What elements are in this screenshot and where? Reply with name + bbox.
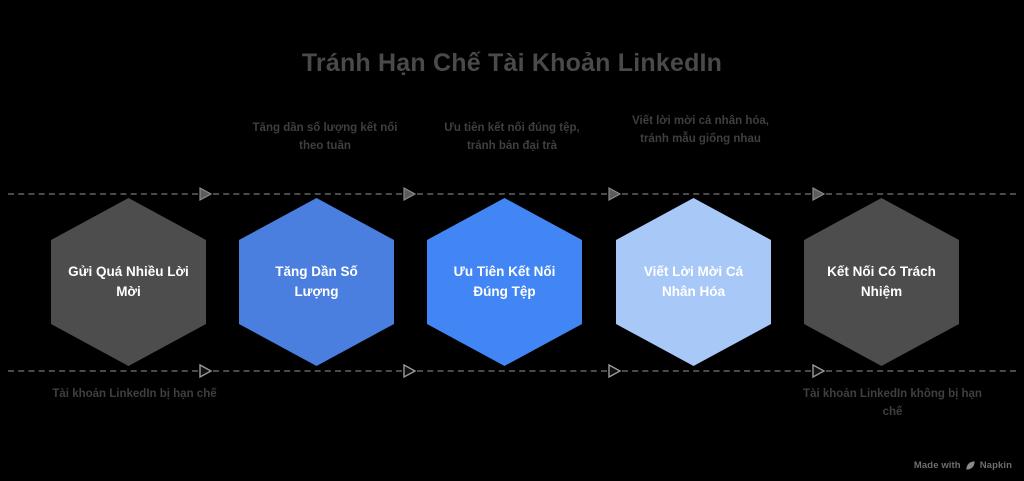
arrow-right-outline-icon: [811, 363, 826, 379]
arrow-right-outline-icon: [402, 363, 417, 379]
annotation-bottom-start: Tài khoản LinkedIn bị hạn chế: [52, 388, 217, 400]
dash-segment: [826, 193, 1016, 195]
connector-line-top: [8, 186, 1016, 202]
arrow-right-outline-icon: [198, 363, 213, 379]
page-title: Tránh Hạn Chế Tài Khoản LinkedIn: [301, 49, 723, 77]
connector-line-bottom: [8, 363, 1016, 379]
node-hexagon-1[interactable]: Gửi Quá Nhiều Lời Mời: [51, 198, 206, 366]
dash-segment: [417, 370, 607, 372]
arrow-right-icon: [607, 186, 622, 202]
dash-segment: [621, 370, 812, 372]
dash-segment: [826, 370, 1016, 372]
arrow-right-outline-icon: [607, 363, 622, 379]
node-hexagon-2[interactable]: Tăng Dần Số Lượng: [239, 198, 394, 366]
watermark: Made with Napkin: [914, 460, 1012, 471]
dash-segment: [212, 370, 403, 372]
node-hexagon-5[interactable]: Kết Nối Có Trách Nhiệm: [804, 198, 959, 366]
dash-segment: [8, 370, 198, 372]
arrow-right-icon: [811, 186, 826, 202]
watermark-prefix: Made with: [913, 460, 961, 471]
annotation-top-1: Tăng dần số lượng kết nối theo tuần: [252, 122, 398, 152]
leaf-icon: [965, 460, 976, 471]
annotation-top-2: Ưu tiên kết nối đúng tệp, tránh bản đại …: [444, 122, 580, 152]
arrow-right-icon: [198, 186, 213, 202]
node-hexagon-4[interactable]: Viết Lời Mời Cá Nhân Hóa: [616, 198, 771, 366]
node-label: Viết Lời Mời Cá Nhân Hóa: [643, 264, 744, 299]
dash-segment: [212, 193, 403, 195]
node-label: Kết Nối Có Trách Nhiệm: [827, 264, 936, 299]
node-label: Ưu Tiên Kết Nối Đúng Tệp: [453, 264, 556, 299]
node-hexagon-3[interactable]: Ưu Tiên Kết Nối Đúng Tệp: [427, 198, 582, 366]
dash-segment: [417, 193, 607, 195]
dash-segment: [8, 193, 198, 195]
node-row: Gửi Quá Nhiều Lời Mời Tăng Dần Số Lượng …: [0, 198, 1024, 366]
watermark-brand: Napkin: [979, 460, 1012, 471]
node-label: Tăng Dần Số Lượng: [275, 264, 358, 299]
dash-segment: [621, 193, 812, 195]
arrow-right-icon: [402, 186, 417, 202]
annotation-top-3: Viết lời mời cá nhân hóa, tránh mẫu giốn…: [632, 115, 769, 145]
annotation-bottom-end: Tài khoản LinkedIn không bị hạn chế: [803, 388, 982, 418]
node-label: Gửi Quá Nhiều Lời Mời: [68, 264, 189, 299]
